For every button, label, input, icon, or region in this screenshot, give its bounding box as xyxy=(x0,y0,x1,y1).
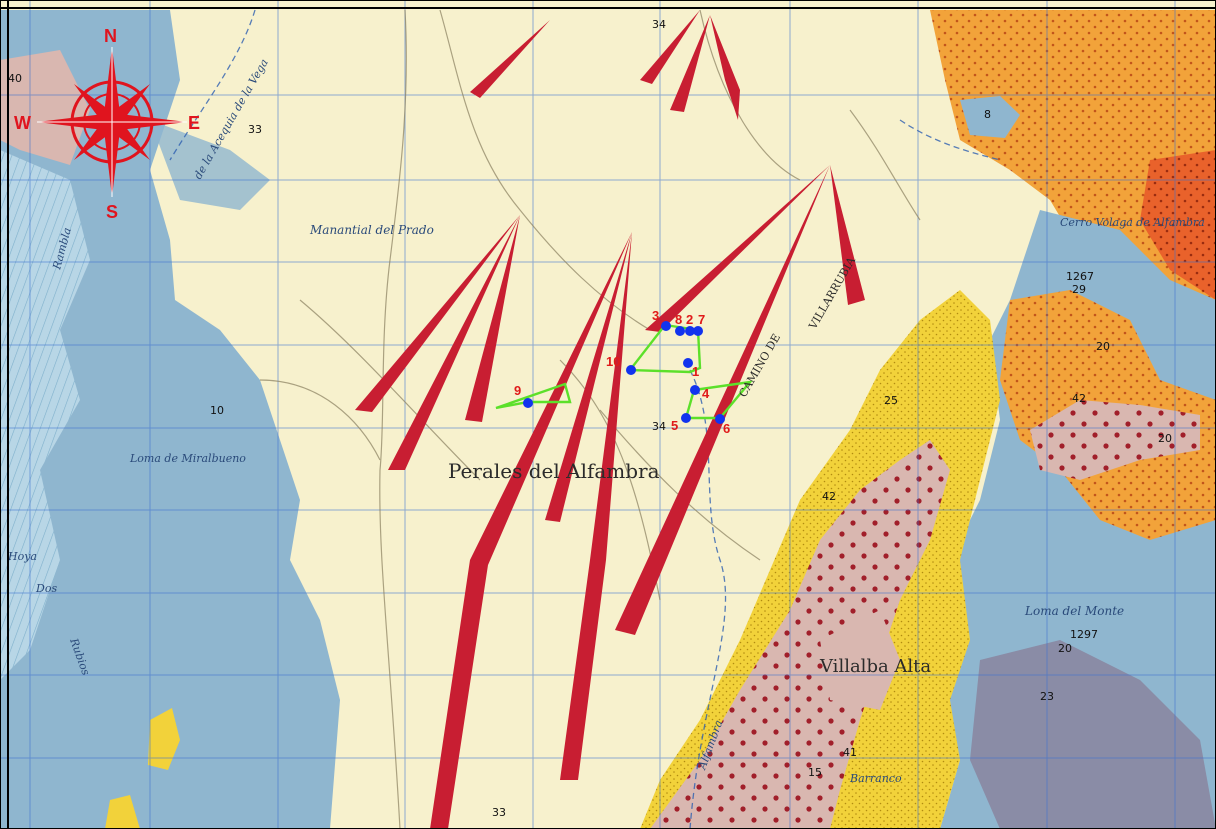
compass-rose: N S E W xyxy=(14,26,200,222)
label-villalba: Villalba Alta xyxy=(819,656,931,677)
spot-height: 29 xyxy=(1072,283,1086,296)
spot-height: 20 xyxy=(1096,340,1110,353)
red-fan-wedges xyxy=(355,10,865,829)
sample-point-10[interactable]: 10 xyxy=(606,354,636,375)
label-barranco: Barranco xyxy=(849,772,902,785)
label-perales: Perales del Alfambra xyxy=(448,459,660,483)
label-cerro: Cerro Volaga de Alfambra xyxy=(1060,216,1205,229)
label-manantial: Manantial del Prado xyxy=(309,223,434,237)
label-loma-miralbueno: Loma de Miralbueno xyxy=(129,452,246,465)
spot-height: 1297 xyxy=(1070,628,1098,641)
spot-height: 20 xyxy=(1058,642,1072,655)
compass-west-label: W xyxy=(14,113,31,133)
spot-height: 33 xyxy=(492,806,506,819)
left-marl-unit xyxy=(0,150,90,680)
point-label: 3 xyxy=(652,308,659,323)
spot-height: 8 xyxy=(984,108,991,121)
spot-height: 42 xyxy=(1072,392,1086,405)
sample-point-6[interactable]: 6 xyxy=(715,414,730,436)
point-label: 6 xyxy=(723,421,730,436)
spot-height: 34 xyxy=(652,18,666,31)
spot-height: 25 xyxy=(884,394,898,407)
compass-east-label: E xyxy=(188,113,200,133)
label-loma-monte: Loma del Monte xyxy=(1024,604,1124,618)
grey-unit-se xyxy=(970,640,1216,829)
orange-conglomerate-ne xyxy=(930,10,1216,310)
point-label: 10 xyxy=(606,354,620,369)
pink-unit-central xyxy=(650,440,950,829)
pink-outcrop-nw xyxy=(0,50,90,165)
spot-height: 1267 xyxy=(1066,270,1094,283)
point-label: 4 xyxy=(702,386,710,401)
sample-point-7[interactable]: 7 xyxy=(693,312,705,336)
point-label: 8 xyxy=(675,312,682,327)
small-yellow-sw xyxy=(148,708,180,770)
spot-height: 34 xyxy=(652,420,666,433)
blue-lake-n xyxy=(960,96,1020,138)
sample-point-4[interactable]: 4 xyxy=(690,385,710,401)
label-hoya: Hoya xyxy=(7,550,37,563)
spot-height: 33 xyxy=(248,123,262,136)
sample-point-2[interactable]: 2 xyxy=(685,312,695,336)
polygon-west xyxy=(495,382,572,410)
spot-height: 23 xyxy=(1040,690,1054,703)
point-label: 7 xyxy=(698,312,705,327)
point-label: 9 xyxy=(514,383,521,398)
small-yellow-sw-2 xyxy=(105,795,140,829)
spot-height: 40 xyxy=(8,72,22,85)
upper-blue-fringe xyxy=(150,120,270,210)
pink-patch-villalba xyxy=(820,610,900,710)
sample-point-3[interactable]: 3 xyxy=(652,308,671,331)
left-limestone-unit xyxy=(0,10,340,829)
spot-height: 20 xyxy=(1158,432,1172,445)
point-label: 2 xyxy=(686,312,693,327)
spot-heights: 34 33 8 25 42 1267 29 20 42 20 41 33 129… xyxy=(8,18,1172,819)
point-label: 5 xyxy=(671,418,678,433)
compass-south-label: S xyxy=(106,202,118,222)
spot-height: 41 xyxy=(843,746,857,759)
spot-height: 42 xyxy=(822,490,836,503)
spot-height: 10 xyxy=(210,404,224,417)
spot-height: 15 xyxy=(808,766,822,779)
compass-north-label: N xyxy=(104,26,117,46)
sample-point-1[interactable]: 1 xyxy=(683,358,699,379)
sample-points: 1 2 3 4 5 6 7 8 xyxy=(514,308,730,436)
label-dos: Dos xyxy=(35,582,57,595)
sample-point-8[interactable]: 8 xyxy=(675,312,685,336)
point-label: 1 xyxy=(692,364,699,379)
pink-unit-east xyxy=(1030,400,1200,480)
sample-point-9[interactable]: 9 xyxy=(514,383,533,408)
sample-point-5[interactable]: 5 xyxy=(671,413,691,433)
